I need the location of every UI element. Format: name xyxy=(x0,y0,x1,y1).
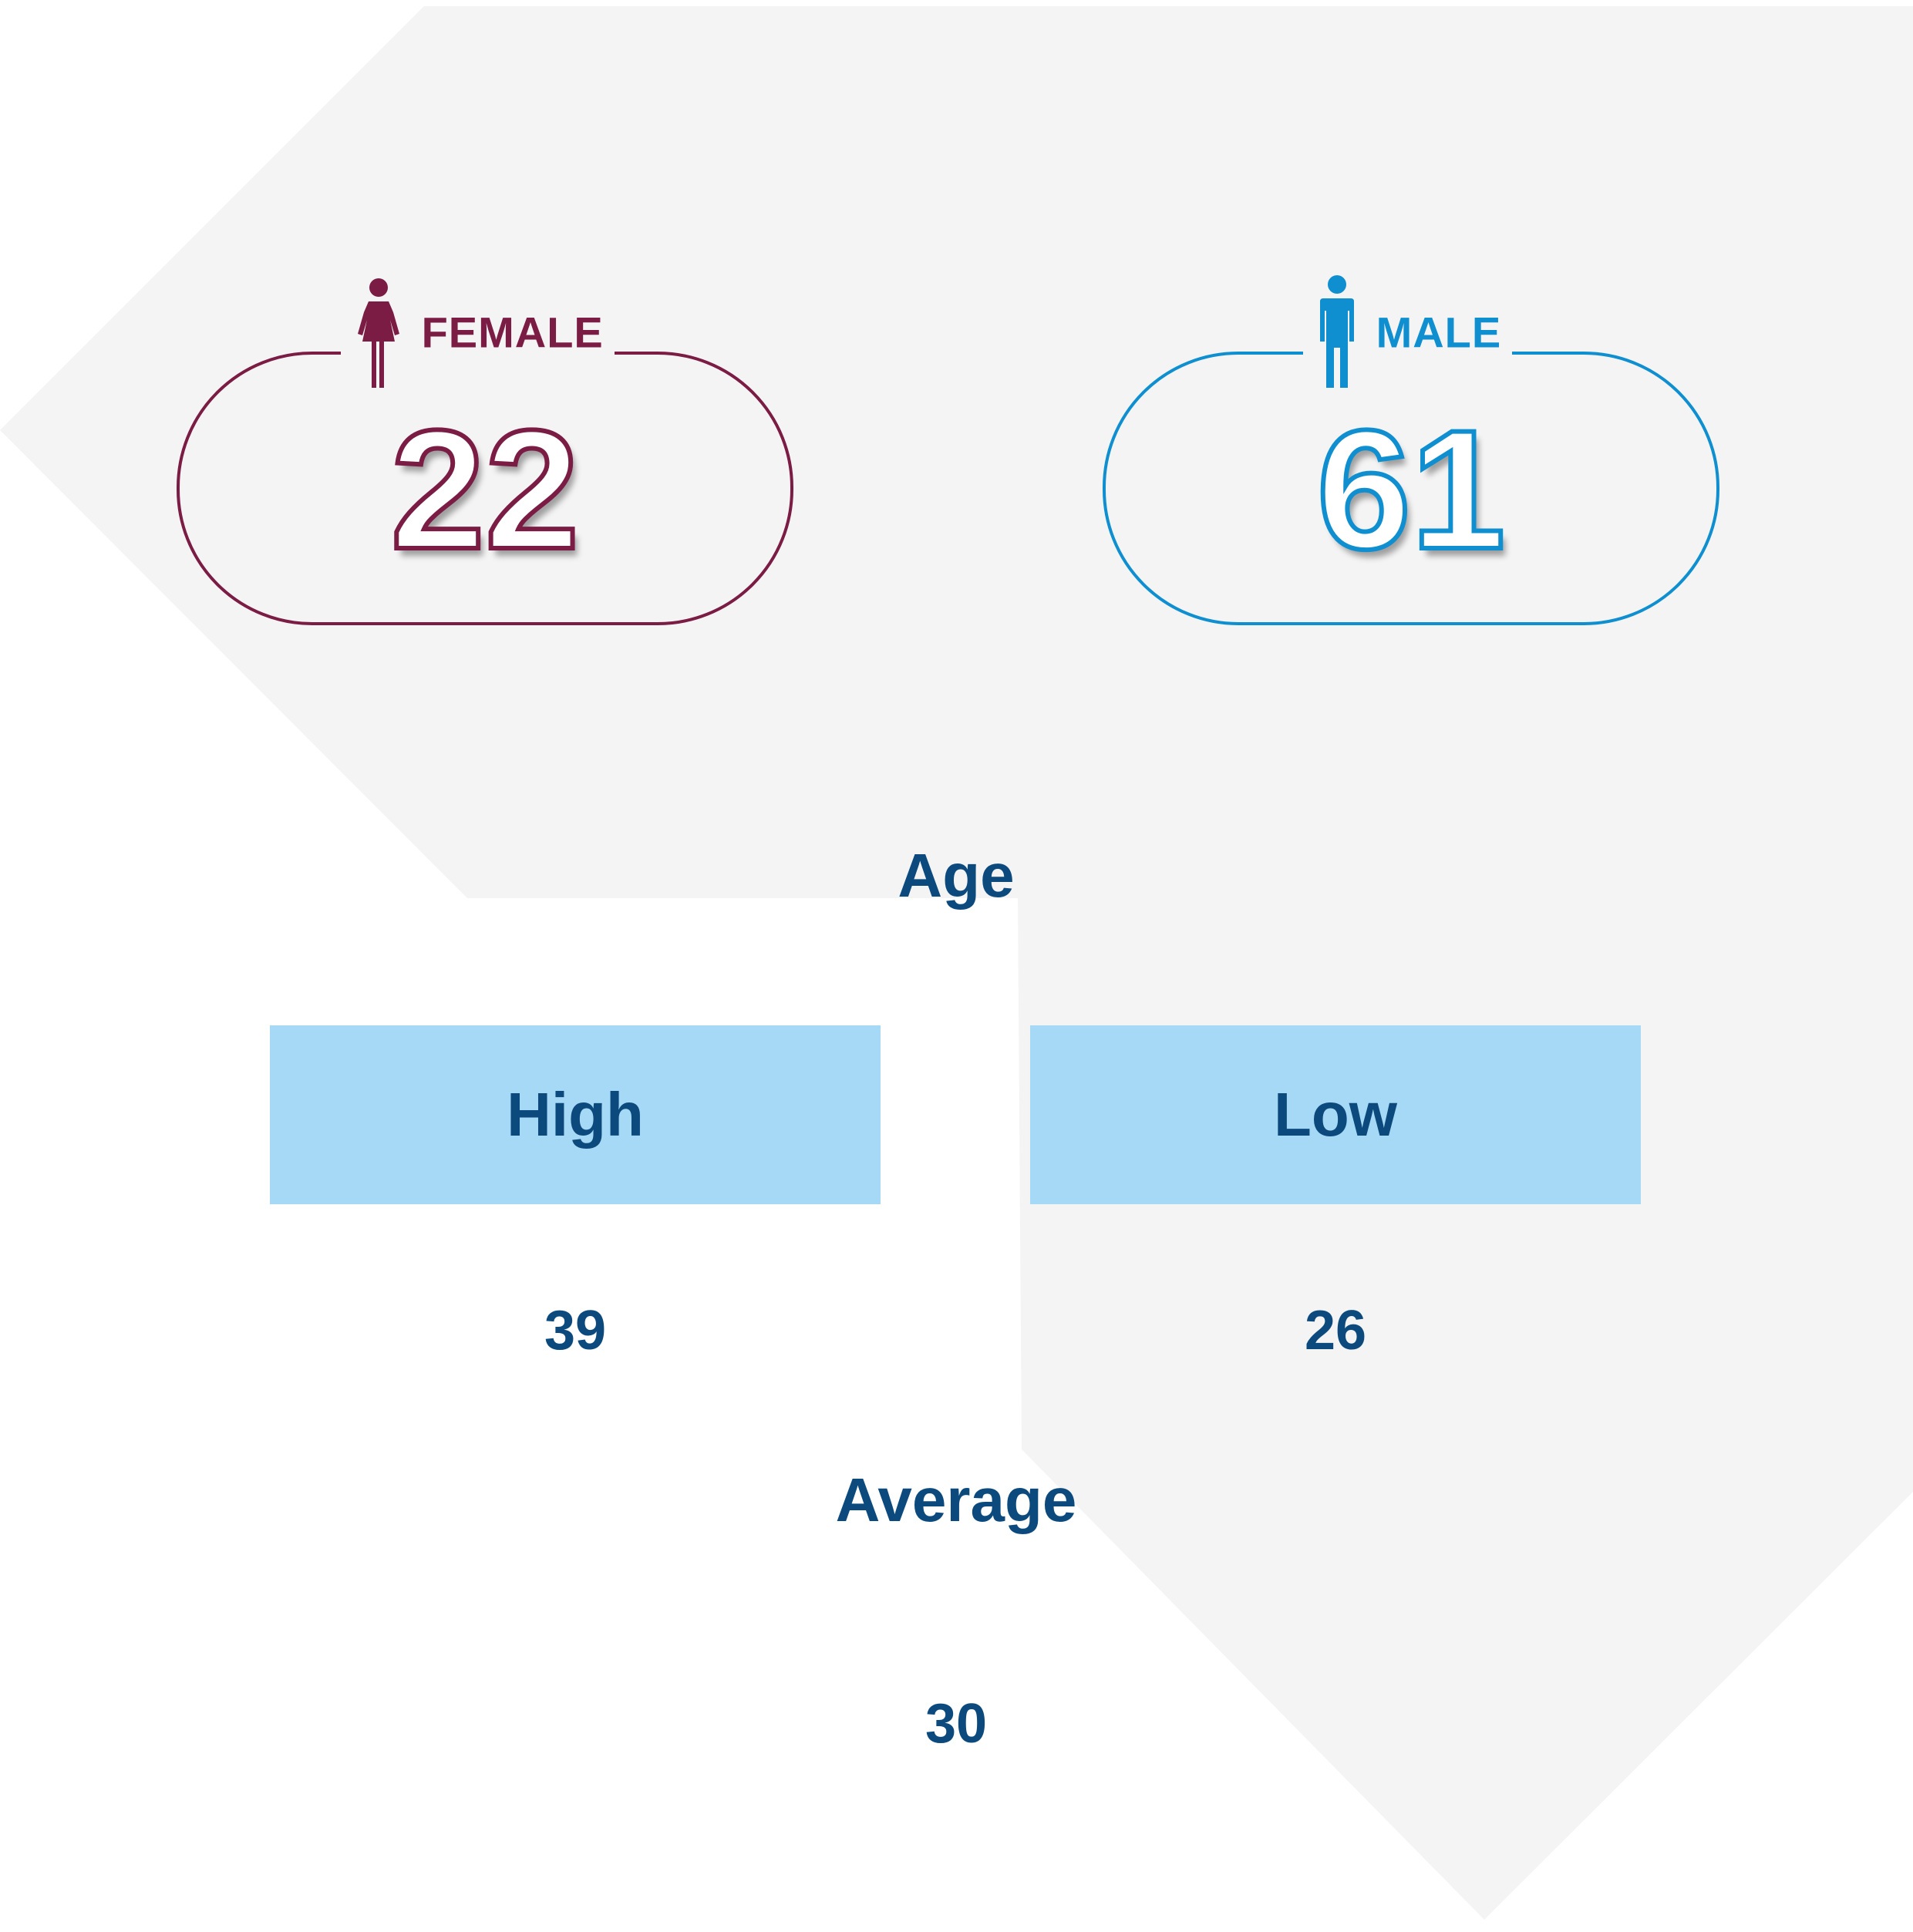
male-label-text: MALE xyxy=(1376,308,1502,357)
low-age-label: Low xyxy=(1274,1080,1397,1149)
high-age-label: High xyxy=(507,1080,644,1149)
male-label: MALE xyxy=(1303,274,1513,398)
female-label-text: FEMALE xyxy=(421,308,604,357)
low-age-box: Low xyxy=(1030,1025,1641,1204)
low-age-value: 26 xyxy=(1304,1300,1367,1361)
age-title: Age xyxy=(898,841,1015,910)
high-age-value: 39 xyxy=(544,1300,607,1361)
female-count: 22 xyxy=(389,395,582,584)
male-count: 61 xyxy=(1315,395,1508,584)
average-age-title: Average xyxy=(835,1466,1077,1534)
average-age-value: 30 xyxy=(925,1693,988,1755)
high-age-box: High xyxy=(270,1025,881,1204)
female-person-icon xyxy=(352,274,406,398)
male-person-icon xyxy=(1314,274,1360,398)
female-label: FEMALE xyxy=(341,274,615,398)
